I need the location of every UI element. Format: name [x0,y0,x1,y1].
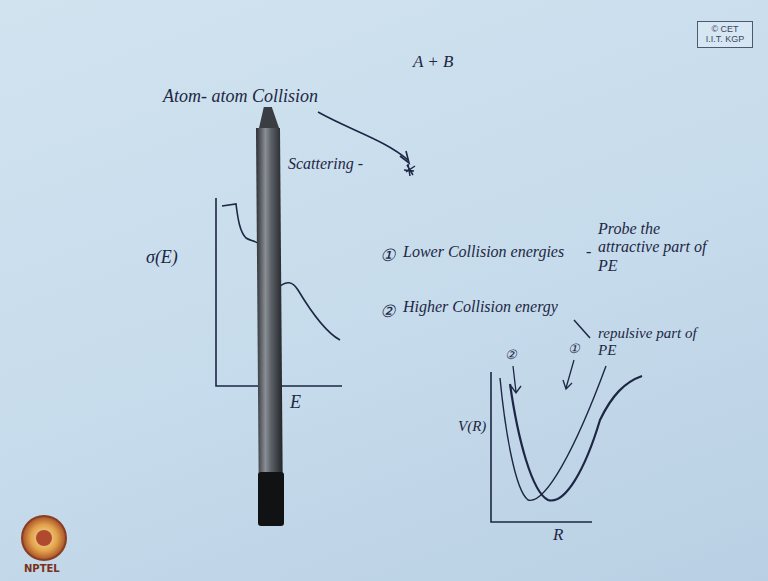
handwritten-note: Atom- atom Collision [160,86,321,107]
potential-curve [510,376,642,500]
watermark-box: © CET I.I.T. KGP [697,21,753,48]
pen-cap [258,472,284,526]
handwritten-note: A + B [413,52,453,72]
leader-line [574,320,590,338]
handwritten-note: Higher Collision energy [403,298,558,316]
handwritten-note: ① [568,342,580,357]
arrow-head [400,151,409,163]
pointer-arrow [563,360,574,389]
handwritten-note: - [586,243,591,261]
curved-arrow [318,112,408,160]
handwritten-note: R [553,525,563,545]
pen-body [256,128,283,520]
handwritten-note: E [290,392,301,413]
logo-circle [22,516,66,560]
pointer-arrow [511,366,521,393]
handwritten-note: repulsive part of PE [598,325,698,360]
potential-curve [500,366,606,500]
axes [491,372,592,522]
scribble [404,164,415,176]
watermark-text: © CET I.I.T. KGP [702,24,748,45]
handwritten-note: NPTEL [24,563,60,575]
handwritten-note: σ(E) [146,247,178,268]
handwritten-note: Probe the attractive part of PE [598,220,716,275]
handwritten-note: Scattering - [288,155,363,173]
handwritten-note: V(R) [458,418,486,435]
handwritten-note: ② [505,348,517,363]
handwritten-note: Lower Collision energies [403,243,564,261]
handwritten-note: ① [380,246,395,266]
logo-center [36,530,52,546]
handwritten-note: ② [380,302,395,322]
